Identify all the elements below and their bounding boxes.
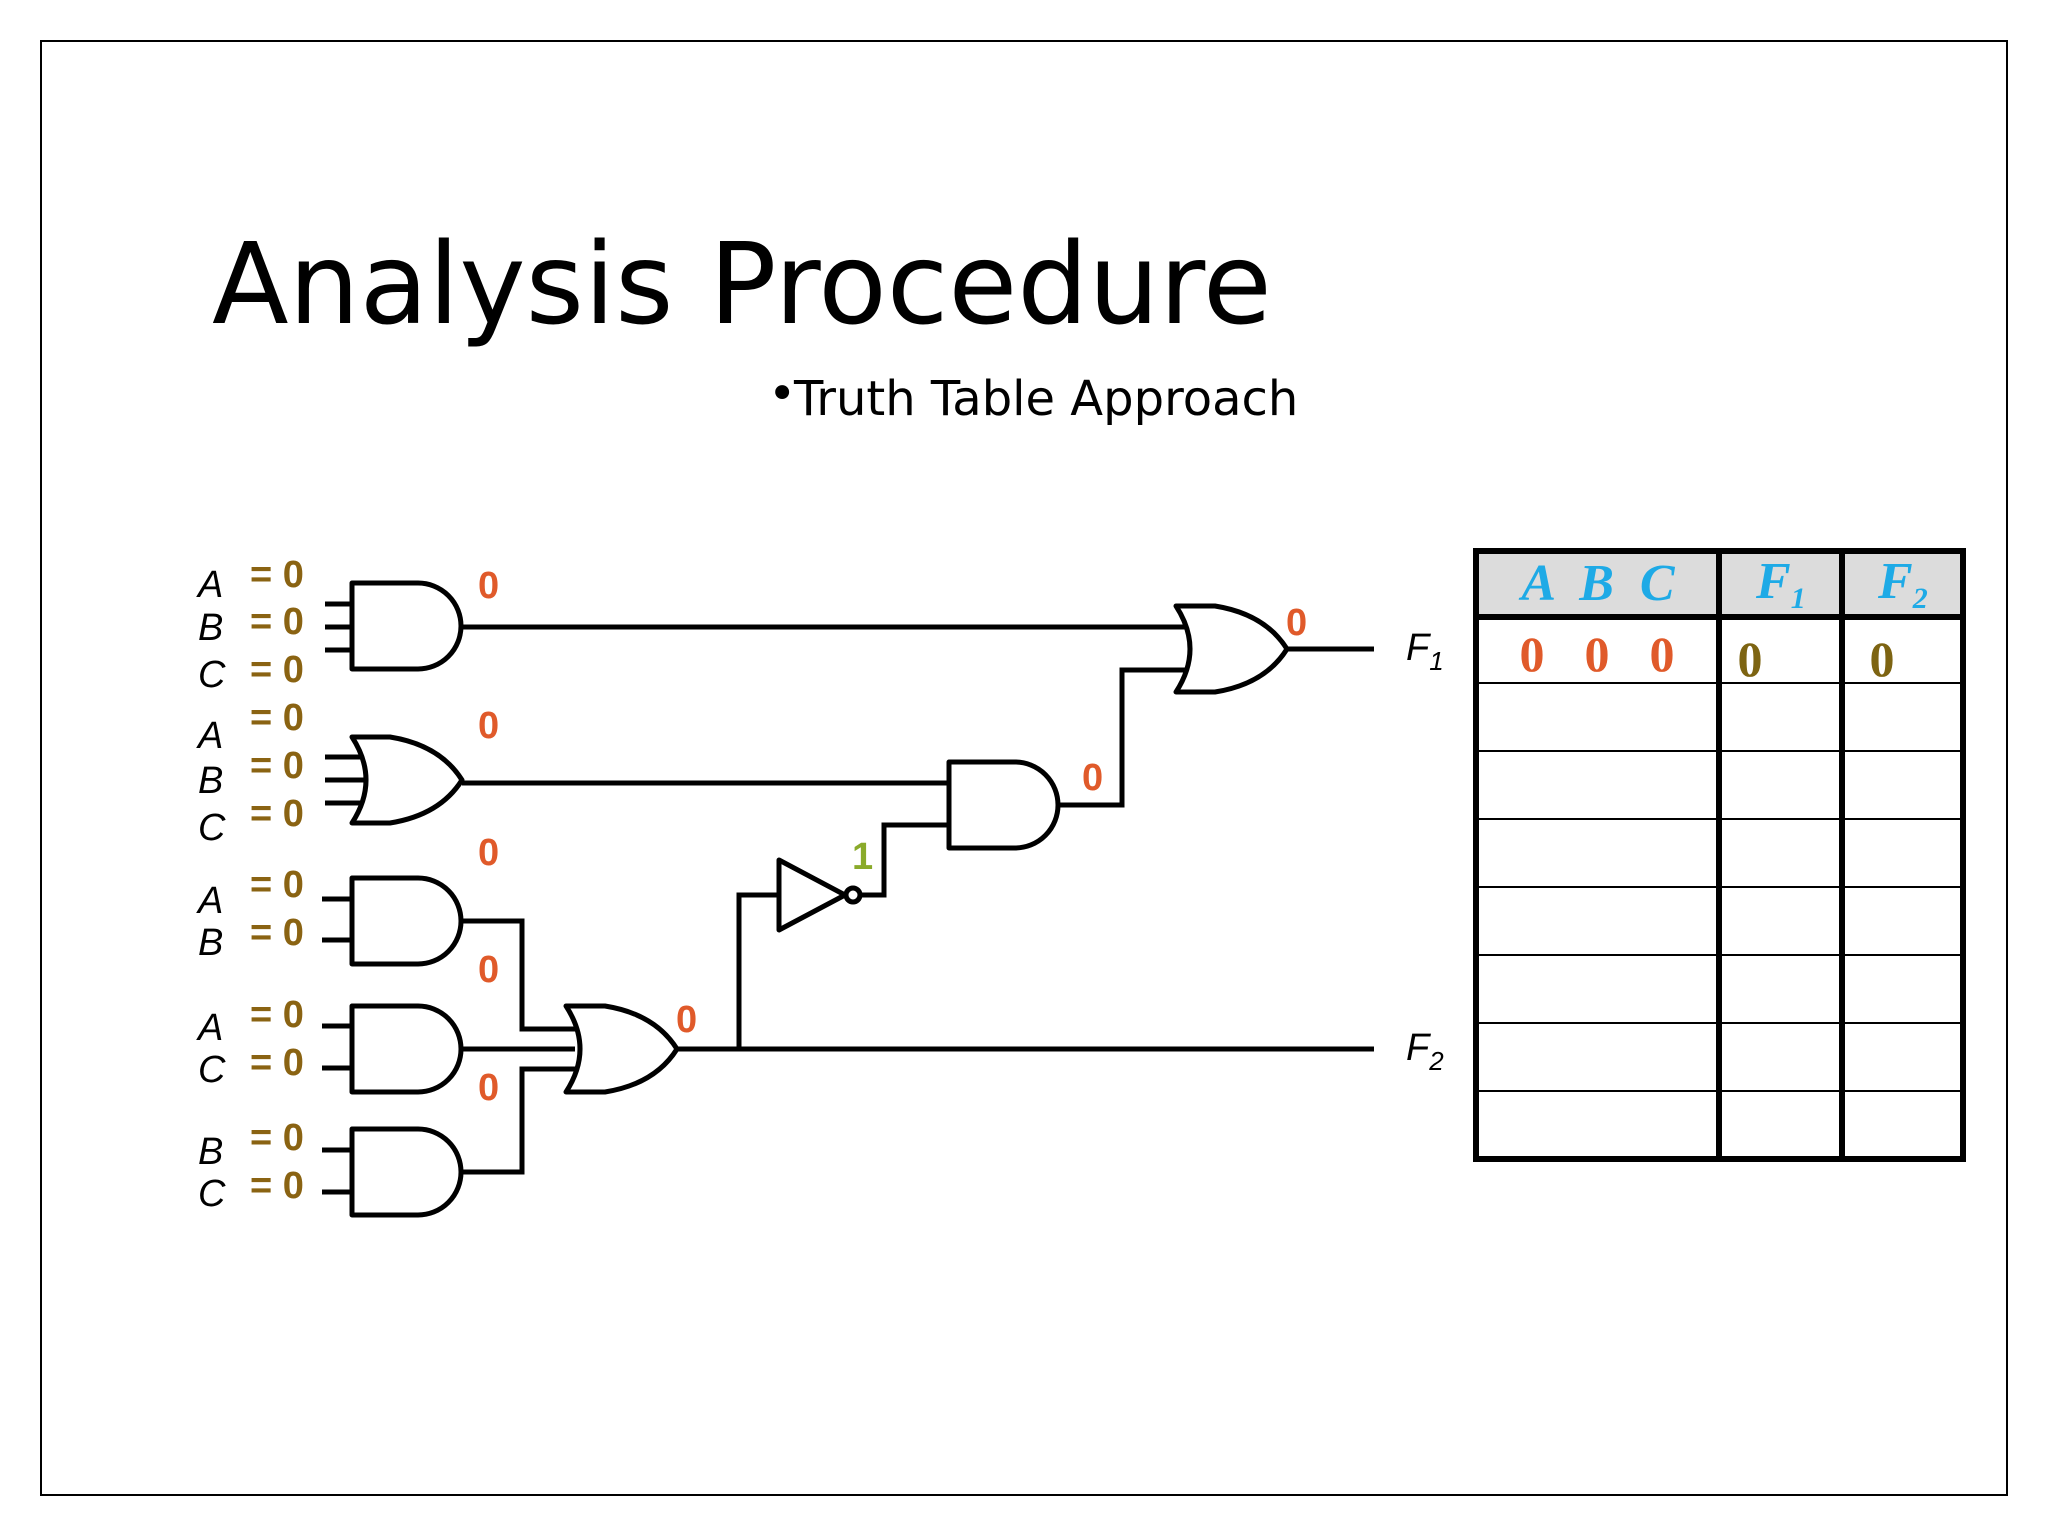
gate3-input-a-value: = 0 <box>250 864 304 906</box>
gate2-output-value: 0 <box>478 705 499 747</box>
row1-c: 0 <box>1650 626 1675 682</box>
row1-b: 0 <box>1585 626 1610 682</box>
gate1-label-c: C <box>198 654 226 696</box>
output-label-f1: F1 <box>1406 627 1444 676</box>
gate3-input-b-value: = 0 <box>250 912 304 954</box>
row1-a: 0 <box>1520 626 1545 682</box>
and-gate-3: A B = 0 = 0 0 <box>196 832 499 967</box>
gate1-output-value: 0 <box>478 565 499 607</box>
or-f1-value: 0 <box>1286 602 1307 644</box>
gate1-label-a: A <box>196 564 223 606</box>
inverter-gate: 1 <box>776 836 873 933</box>
gate3-label-b: B <box>198 922 223 964</box>
gate4-label-a: A <box>196 1007 223 1049</box>
gate5-label-c: C <box>198 1173 226 1215</box>
or-f2-value: 0 <box>676 999 697 1041</box>
and-gate-4: A C = 0 = 0 0 <box>196 949 499 1095</box>
and-gate-1: A B C = 0 = 0 = 0 0 <box>196 554 499 696</box>
page-title: Analysis Procedure <box>212 220 1272 350</box>
gate2-input-a-value: = 0 <box>250 697 304 739</box>
gate5-output-value: 0 <box>478 1067 499 1109</box>
table-header-f2: F2 <box>1877 553 1928 615</box>
gate2-label-a: A <box>196 715 223 757</box>
gate1-input-a-value: = 0 <box>250 554 304 596</box>
table-row: 0 0 0 0 0 <box>1520 626 1895 687</box>
slide-border <box>40 40 2008 1496</box>
inverter-value: 1 <box>852 836 873 878</box>
truth-table: A B C F1 F2 0 0 0 0 0 <box>1473 548 1966 1162</box>
or-gate-2: A B C = 0 = 0 = 0 0 <box>196 697 499 849</box>
bullet-text: Truth Table Approach <box>793 371 1298 427</box>
and-mid-value: 0 <box>1082 757 1103 799</box>
gate5-label-b: B <box>198 1131 223 1173</box>
gate2-label-c: C <box>198 807 226 849</box>
or-gate-f2: 0 <box>563 999 697 1095</box>
circuit-diagram: A B C = 0 = 0 = 0 0 A B C = 0 = 0 = 0 0 <box>196 554 1444 1218</box>
row1-f1: 0 <box>1738 631 1763 687</box>
or-gate-f1: 0 <box>1173 602 1307 695</box>
table-header-f1: F1 <box>1755 553 1806 615</box>
gate3-label-a: A <box>196 880 223 922</box>
gate5-input-b-value: = 0 <box>250 1117 304 1159</box>
gate5-input-c-value: = 0 <box>250 1165 304 1207</box>
and-gate-5: B C = 0 = 0 0 <box>198 1067 499 1218</box>
gate1-input-b-value: = 0 <box>250 601 304 643</box>
gate2-label-b: B <box>198 760 223 802</box>
gate1-label-b: B <box>198 607 223 649</box>
output-label-f2: F2 <box>1406 1027 1444 1076</box>
bullet-marker: • <box>768 366 796 422</box>
gate3-4-output-value: 0 <box>478 949 499 991</box>
and-gate-mid: 0 <box>946 757 1103 851</box>
gate4-input-a-value: = 0 <box>250 994 304 1036</box>
table-header-abc: A B C <box>1518 555 1675 612</box>
gate4-input-c-value: = 0 <box>250 1042 304 1084</box>
gate2-input-c-value: = 0 <box>250 793 304 835</box>
row1-f2: 0 <box>1870 631 1895 687</box>
gate1-input-c-value: = 0 <box>250 649 304 691</box>
gate3-output-value: 0 <box>478 832 499 874</box>
gate2-input-b-value: = 0 <box>250 745 304 787</box>
gate4-label-c: C <box>198 1049 226 1091</box>
